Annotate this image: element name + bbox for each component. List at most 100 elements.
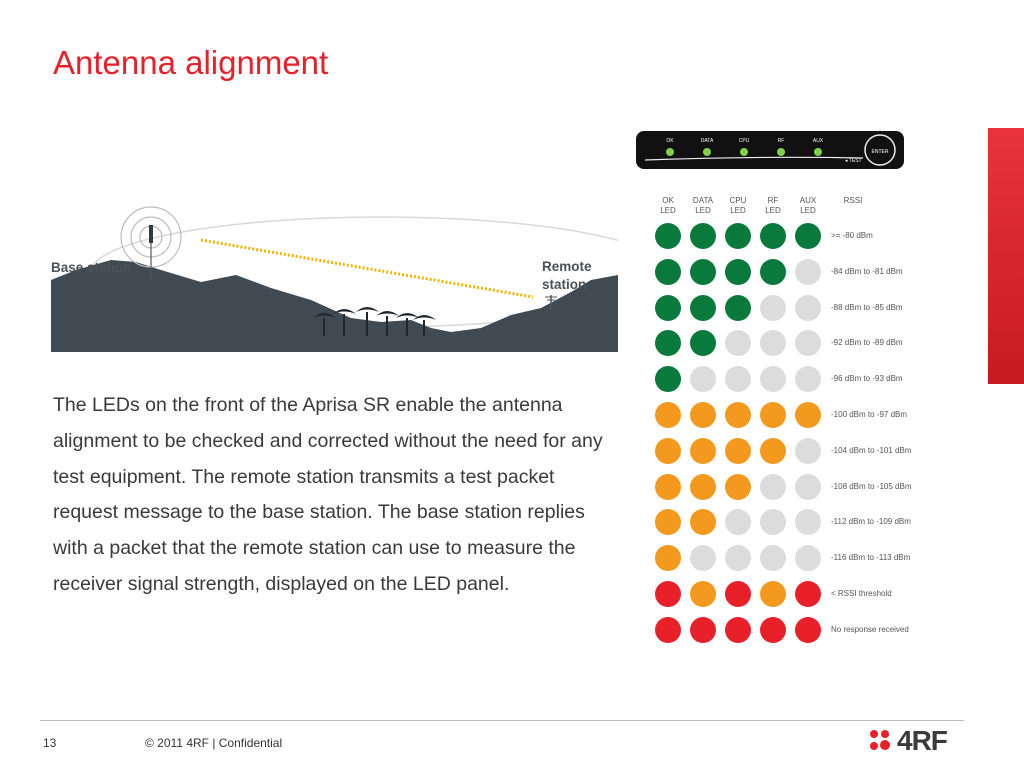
led-indicator-green	[655, 258, 681, 285]
remote-station-label-line2: station	[542, 277, 586, 292]
signal-line	[200, 238, 534, 299]
palm-trees	[313, 307, 436, 336]
logo-text: 4RF	[897, 725, 948, 756]
led-indicator-off	[725, 330, 751, 357]
led-indicator-off	[795, 473, 821, 500]
rssi-range-label: -112 dBm to -109 dBm	[831, 517, 911, 527]
led-indicator-green	[655, 366, 681, 393]
column-header-line2: LED	[765, 206, 781, 215]
led-indicator-off	[795, 330, 821, 357]
led-indicator-off	[725, 509, 751, 536]
slide-title: Antenna alignment	[53, 44, 329, 81]
led-indicator-green	[655, 330, 681, 357]
column-header-line2: LED	[695, 206, 711, 215]
led-indicator-red	[655, 581, 681, 607]
rssi-range-label: -88 dBm to -85 dBm	[831, 302, 903, 312]
led-row: < RSSI threshold	[650, 581, 920, 609]
led-indicator-off	[725, 545, 751, 572]
page-number: 13	[43, 736, 57, 750]
led-row: -116 dBm to -113 dBm	[650, 545, 920, 573]
column-header-line1: AUX	[799, 196, 817, 205]
rssi-range-label: -104 dBm to -101 dBm	[831, 445, 912, 455]
rssi-range-label: -116 dBm to -113 dBm	[831, 553, 911, 563]
column-header-line1: CPU	[729, 196, 747, 205]
led-row: -104 dBm to -101 dBm	[650, 437, 920, 466]
rssi-range-label: -92 dBm to -89 dBm	[831, 338, 903, 348]
led-indicator-green	[725, 258, 751, 285]
led-indicator-green	[760, 223, 786, 249]
rssi-range-label: -84 dBm to -81 dBm	[831, 266, 903, 276]
led-indicator-off	[760, 366, 786, 393]
led-indicator-green	[690, 294, 716, 321]
led-indicator-off	[795, 437, 821, 464]
led-row: -100 dBm to -97 dBm	[650, 402, 920, 430]
copyright-text: © 2011 4RF | Confidential	[145, 736, 283, 750]
led-row: >= -80 dBm	[650, 223, 920, 251]
column-header: RSSI	[834, 196, 872, 206]
led-indicator-off	[795, 509, 821, 536]
panel-led-label: OK	[666, 138, 674, 144]
panel-led-label: RF	[778, 138, 785, 144]
led-indicator-off	[725, 366, 751, 393]
column-header-line2: LED	[730, 206, 746, 215]
led-indicator-red	[760, 616, 786, 643]
link-illustration: Base station Remote station	[51, 206, 618, 352]
rssi-range-label: >= -80 dBm	[831, 231, 873, 240]
led-row: -84 dBm to -81 dBm	[650, 258, 920, 287]
column-header-line1: RF	[767, 196, 779, 205]
rssi-range-label: No response received	[831, 624, 909, 634]
company-logo: 4RF	[868, 725, 948, 756]
led-indicator-green	[690, 223, 716, 249]
led-indicator-off	[760, 473, 786, 500]
led-indicator-orange	[655, 437, 681, 464]
led-indicator-green	[690, 258, 716, 285]
led-indicator-red	[655, 616, 681, 643]
enter-button	[864, 134, 896, 166]
test-label: ◂ TEST	[845, 158, 862, 164]
led-row: No response received	[650, 616, 920, 645]
led-row: -112 dBm to -109 dBm	[650, 509, 920, 537]
column-header-line1: RSSI	[843, 196, 863, 205]
rssi-range-label: -96 dBm to -93 dBm	[831, 374, 903, 384]
device-front-panel: OK DATA CPU RF AUX ENTER ◂ TEST	[636, 131, 904, 169]
led-indicator-off	[795, 294, 821, 321]
led-indicator-green	[760, 258, 786, 285]
led-indicator-off	[795, 366, 821, 393]
led-indicator-green	[690, 330, 716, 357]
led-indicator-orange	[690, 402, 716, 428]
terrain	[51, 260, 618, 352]
column-header-line1: DATA	[692, 196, 714, 205]
enter-label: ENTER	[872, 149, 889, 155]
led-indicator-green	[725, 223, 751, 249]
led-indicator-green	[725, 294, 751, 321]
footer-divider	[40, 720, 964, 721]
led-indicator-orange	[795, 402, 821, 428]
column-header-line1: OK	[662, 196, 674, 205]
base-station-label: Base station	[51, 260, 131, 275]
panel-led-label: DATA	[701, 138, 714, 144]
led-indicator-orange	[760, 437, 786, 464]
base-tower	[120, 206, 182, 280]
led-indicator-orange	[725, 473, 751, 500]
led-indicator-red	[795, 581, 821, 607]
led-indicator-orange	[655, 402, 681, 428]
body-paragraph: The LEDs on the front of the Aprisa SR e…	[53, 394, 603, 595]
panel-led-label: CPU	[739, 138, 750, 144]
led-indicator-orange	[725, 402, 751, 428]
led-row: -92 dBm to -89 dBm	[650, 330, 920, 358]
rssi-range-label: < RSSI threshold	[831, 589, 892, 598]
led-indicator-off	[795, 545, 821, 572]
panel-led-rf	[777, 148, 785, 156]
panel-led-label: AUX	[813, 138, 824, 144]
logo-mark-icon	[870, 730, 890, 750]
led-row: -96 dBm to -93 dBm	[650, 366, 920, 394]
led-indicator-off	[760, 545, 786, 572]
led-indicator-green	[655, 294, 681, 321]
led-indicator-orange	[690, 581, 716, 607]
led-row: -108 dBm to -105 dBm	[650, 473, 920, 502]
led-indicator-red	[690, 616, 716, 643]
